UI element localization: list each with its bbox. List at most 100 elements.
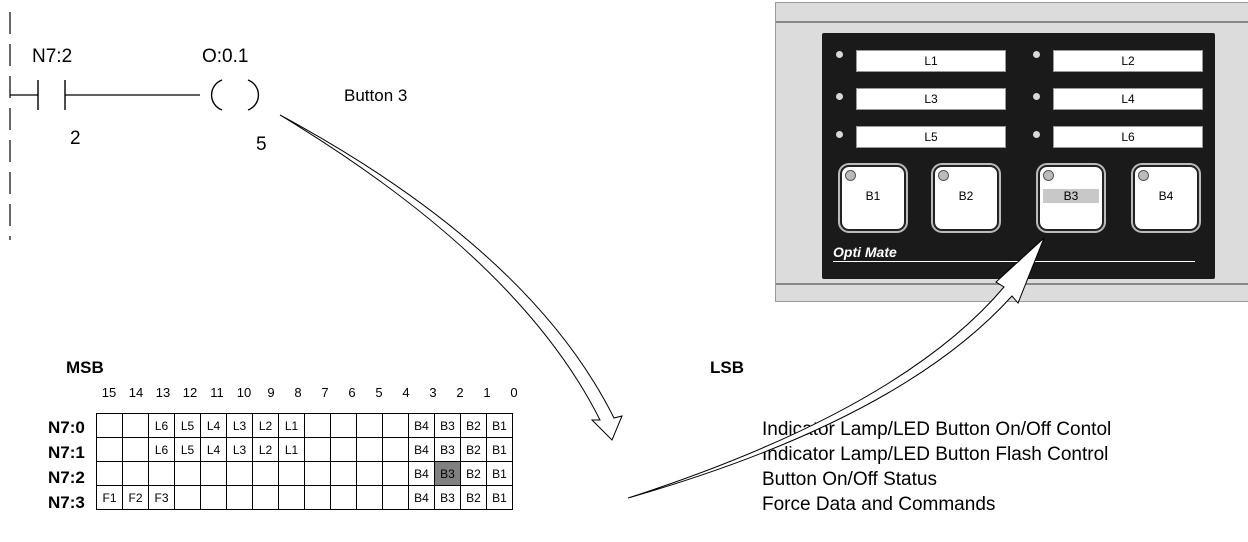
ladder-rung xyxy=(9,12,260,240)
bit-number: 14 xyxy=(128,385,144,400)
button-callout: Button 3 xyxy=(344,86,408,105)
bit-cell: F2 xyxy=(122,485,149,510)
bit-cell: L2 xyxy=(252,437,279,462)
bit-number: 1 xyxy=(483,385,491,400)
button-label: B4 xyxy=(1158,189,1174,203)
row-description: Force Data and Commands xyxy=(762,494,996,515)
contact-bit: 2 xyxy=(70,128,81,149)
bit-cell: F3 xyxy=(148,485,175,510)
bit-number: 0 xyxy=(510,385,518,400)
bit-number: 12 xyxy=(182,385,198,400)
bit-number: 7 xyxy=(321,385,329,400)
bit-cell xyxy=(278,461,305,486)
bit-cell: B4 xyxy=(408,485,435,510)
bit-cell xyxy=(330,485,357,510)
bit-cell xyxy=(304,485,331,510)
bit-number: 10 xyxy=(236,385,252,400)
bit-cell: L5 xyxy=(174,413,201,438)
lamp-l2: L2 xyxy=(1053,50,1203,72)
bit-number: 9 xyxy=(267,385,275,400)
msb-label: MSB xyxy=(66,358,104,377)
bit-number: 13 xyxy=(155,385,171,400)
panel-button-b2[interactable]: B2 xyxy=(933,165,999,231)
bit-cell: B2 xyxy=(460,413,487,438)
bit-number: 3 xyxy=(429,385,437,400)
panel-button-b3[interactable]: B3 xyxy=(1038,165,1104,231)
bit-number: 8 xyxy=(294,385,302,400)
coil-address: O:0.1 xyxy=(202,46,249,67)
bit-cell xyxy=(356,461,383,486)
lsb-label: LSB xyxy=(710,358,744,377)
bit-cell xyxy=(96,437,123,462)
bit-cell: B3 xyxy=(434,437,461,462)
row-label: N7:0 xyxy=(48,418,85,437)
lamp-l1: L1 xyxy=(856,50,1006,72)
bit-cell xyxy=(174,461,201,486)
row-label: N7:1 xyxy=(48,443,85,462)
panel-button-b1[interactable]: B1 xyxy=(840,165,906,231)
lamp-l3: L3 xyxy=(856,88,1006,110)
coil-bit: 5 xyxy=(256,134,267,155)
bit-cell xyxy=(356,485,383,510)
bit-cell: L6 xyxy=(148,437,175,462)
bit-cell: B4 xyxy=(408,437,435,462)
bit-cell xyxy=(356,437,383,462)
bit-cell: L4 xyxy=(200,437,227,462)
bit-cell xyxy=(200,485,227,510)
contact-address: N7:2 xyxy=(32,46,73,67)
bit-cell xyxy=(226,461,253,486)
bit-cell xyxy=(330,437,357,462)
bit-cell: L1 xyxy=(278,413,305,438)
lamp-l6: L6 xyxy=(1053,126,1203,148)
lamp-l1-led xyxy=(836,51,843,58)
bit-cell xyxy=(382,413,409,438)
row-description: Indicator Lamp/LED Button On/Off Contol xyxy=(762,419,1112,440)
button-led xyxy=(1043,170,1054,181)
button-label: B3 xyxy=(1043,189,1099,203)
bit-cell xyxy=(382,485,409,510)
button-led xyxy=(845,170,856,181)
bit-cell xyxy=(304,413,331,438)
bit-number: 6 xyxy=(348,385,356,400)
lamp-l2-led xyxy=(1033,51,1040,58)
bit-cell xyxy=(330,461,357,486)
row-description: Indicator Lamp/LED Button Flash Control xyxy=(762,444,1109,465)
bit-cell xyxy=(356,413,383,438)
bit-cell xyxy=(122,413,149,438)
bit-cell: B2 xyxy=(460,461,487,486)
bit-cell xyxy=(278,485,305,510)
bit-cell: L5 xyxy=(174,437,201,462)
row-description: Button On/Off Status xyxy=(762,469,937,490)
bit-number: 11 xyxy=(210,385,224,400)
logo-underline xyxy=(833,261,1195,262)
row-label: N7:3 xyxy=(48,493,85,512)
button-label: B1 xyxy=(865,189,881,203)
lamp-l5-led xyxy=(836,131,843,138)
bit-cell: B1 xyxy=(486,413,513,438)
bit-cell: B3 xyxy=(434,413,461,438)
bit-cell xyxy=(96,413,123,438)
bit-cell xyxy=(96,461,123,486)
button-led xyxy=(938,170,949,181)
frame-top-line xyxy=(776,21,1248,23)
bit-cell: L3 xyxy=(226,437,253,462)
row-label: N7:2 xyxy=(48,468,85,487)
bit-cell: B2 xyxy=(460,437,487,462)
panel-button-b4[interactable]: B4 xyxy=(1133,165,1199,231)
lamp-l4-led xyxy=(1033,93,1040,100)
bit-cell: B4 xyxy=(408,413,435,438)
lamp-l4: L4 xyxy=(1053,88,1203,110)
bit-cell xyxy=(148,461,175,486)
lamp-l6-led xyxy=(1033,131,1040,138)
bit-cell xyxy=(382,461,409,486)
bit-cell: B1 xyxy=(486,437,513,462)
lamp-l5: L5 xyxy=(856,126,1006,148)
coil-right-arc xyxy=(247,79,260,111)
bit-cell xyxy=(304,461,331,486)
bit-cell xyxy=(174,485,201,510)
bit-cell: L3 xyxy=(226,413,253,438)
